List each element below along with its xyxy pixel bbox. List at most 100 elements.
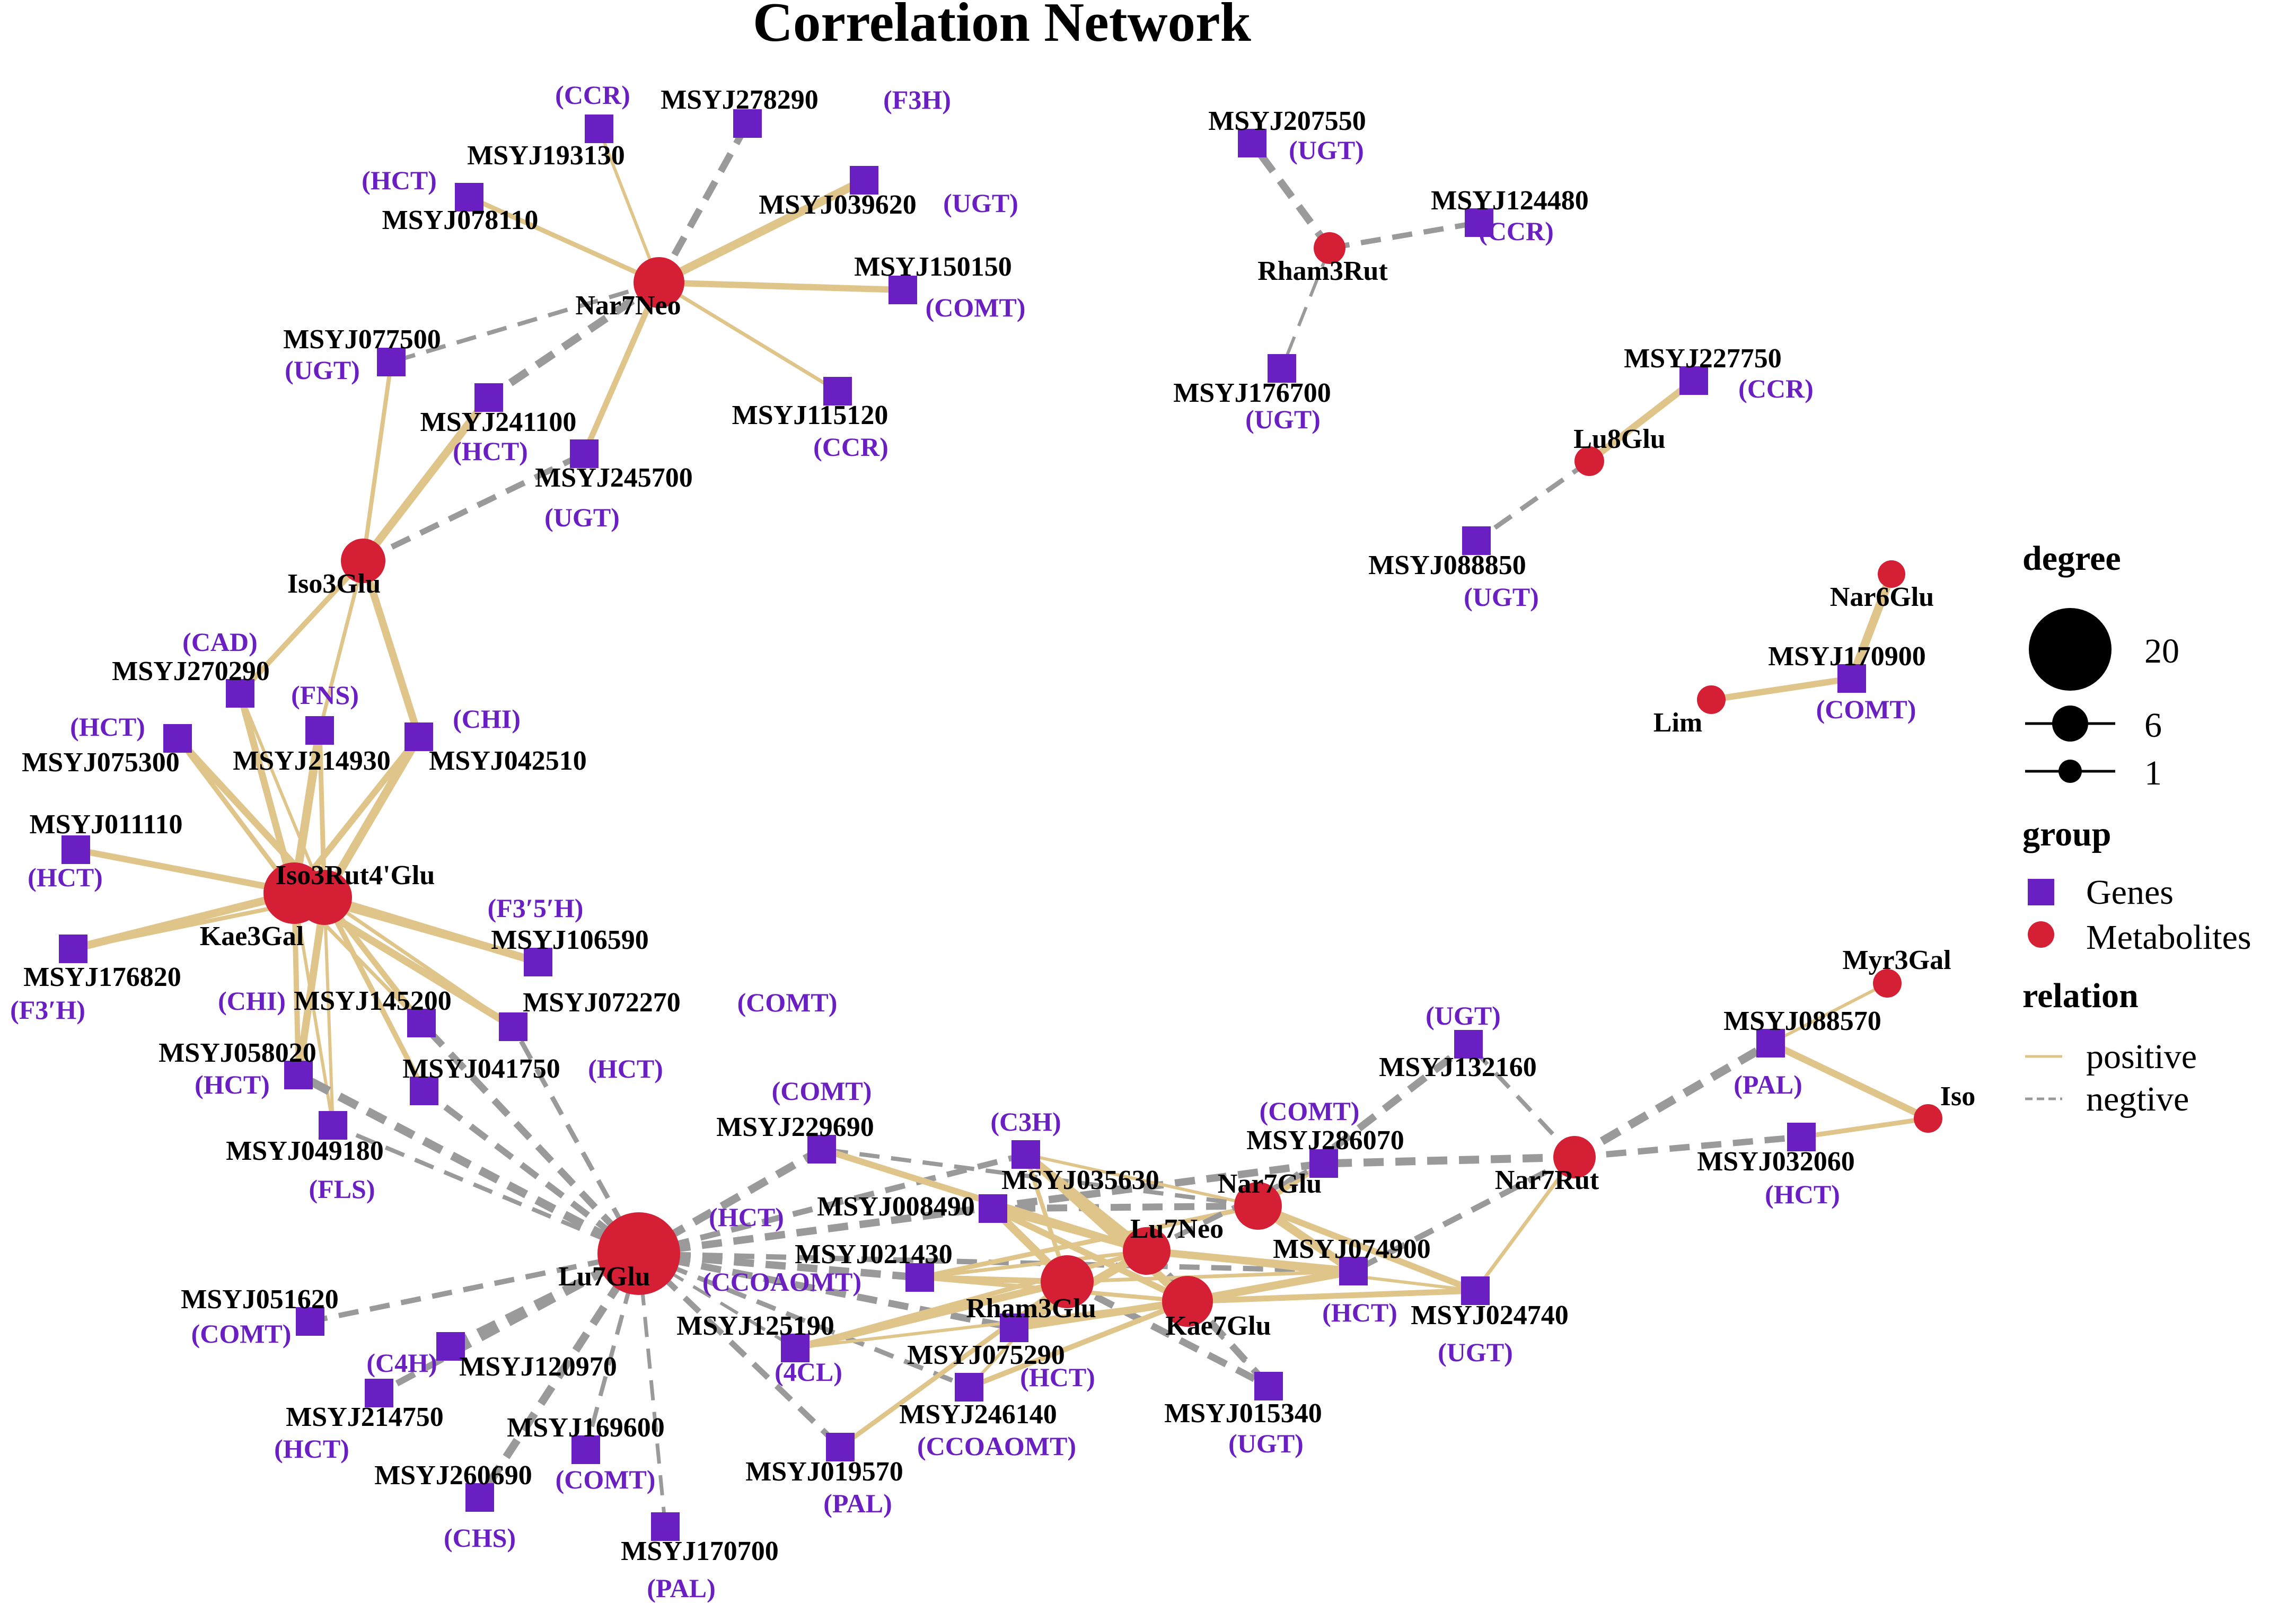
edge-nar7glu-msyj035630 (1025, 1153, 1259, 1208)
annotation-msyj170700: (PAL) (647, 1573, 716, 1603)
annotation-msyj015340: (UGT) (1228, 1429, 1304, 1458)
edge-nar6glu-msyj170900 (1848, 572, 1896, 680)
edge-kae3gal-msyj011110 (75, 848, 295, 895)
legend-group-metabolites: Metabolites (2086, 918, 2251, 957)
edge-rham3glu-msyj125190 (794, 1278, 1068, 1352)
node-label-kae3gal: Kae3Gal (200, 921, 304, 951)
gene-node-msyj278290 (733, 109, 762, 138)
node-label-msyj075290: MSYJ075290 (907, 1340, 1065, 1370)
edge-nar7glu-msyj008490 (992, 1202, 1259, 1212)
annotation-msyj011110: (HCT) (28, 862, 103, 892)
legend-group-title: group (2022, 815, 2112, 853)
node-label-msyj286070: MSYJ286070 (1246, 1125, 1404, 1156)
edge-nar7neo-msyj241100 (486, 279, 662, 401)
edge-nar7rut-msyj132160 (1467, 1043, 1576, 1159)
edge-lu7glu-msyj145200 (419, 1020, 641, 1256)
gene-node-msyj024740 (1461, 1276, 1490, 1305)
annotation-msyj245700: (UGT) (544, 503, 620, 532)
node-label-msyj207550: MSYJ207550 (1208, 106, 1366, 136)
metabolite-node-rham3glu (1041, 1255, 1094, 1308)
node-label-msyj008490: MSYJ008490 (817, 1192, 975, 1222)
node-label-msyj088570: MSYJ088570 (1723, 1006, 1881, 1036)
node-label-iso: Iso (1940, 1081, 1975, 1112)
node-label-msyj124480: MSYJ124480 (1431, 186, 1589, 216)
edge-iso3rut4-glu-msyj058020 (295, 896, 328, 1076)
edge-iso-msyj032060 (1801, 1116, 1929, 1140)
gene-node-msyj241100 (474, 383, 503, 412)
gene-node-msyj124480 (1465, 208, 1493, 237)
gene-node-msyj015340 (1254, 1372, 1283, 1400)
edge-myr3gal-msyj088570 (1770, 982, 1888, 1045)
legend-degree-6-circle (2052, 706, 2088, 742)
node-label-msyj078110: MSYJ078110 (382, 205, 539, 235)
node-label-msyj214750: MSYJ214750 (286, 1402, 444, 1432)
node-label-msyj035630: MSYJ035630 (1001, 1165, 1159, 1195)
edge-iso3glu-msyj214930 (318, 560, 365, 731)
annotation-msyj120970: (C4H) (366, 1348, 437, 1378)
node-label-msyj169600: MSYJ169600 (507, 1413, 665, 1443)
node-label-msyj241100: MSYJ241100 (420, 407, 577, 437)
node-label-msyj041750: MSYJ041750 (402, 1054, 560, 1084)
gene-node-msyj176820 (59, 935, 87, 963)
edge-iso3glu-msyj241100 (360, 395, 492, 563)
gene-node-msyj125190 (781, 1334, 810, 1362)
gene-node-msyj214930 (305, 716, 334, 745)
edge-lu7glu-msyj041750 (422, 1088, 641, 1256)
node-label-msyj077500: MSYJ077500 (283, 324, 441, 355)
legend-group-genes: Genes (2086, 873, 2174, 912)
annotation-msyj077500: (UGT) (285, 355, 360, 385)
gene-node-msyj075290 (1000, 1314, 1028, 1342)
gene-node-msyj214750 (365, 1379, 393, 1407)
annotation-msyj024740: (UGT) (1438, 1337, 1513, 1367)
annotation-msyj278290: (F3H) (883, 85, 951, 114)
legend-relation-title: relation (2022, 976, 2139, 1015)
gene-node-msyj074900 (1339, 1257, 1368, 1285)
annotation-msyj170900: (COMT) (1816, 694, 1916, 724)
gene-node-msyj088570 (1756, 1029, 1785, 1057)
metabolite-node-kae7glu (1162, 1276, 1213, 1327)
gene-node-msyj051620 (296, 1307, 324, 1336)
edge-kae7glu-msyj246140 (968, 1299, 1189, 1390)
annotation-msyj214750: (HCT) (274, 1434, 349, 1464)
annotation-msyj042510: (CHI) (453, 704, 521, 734)
edge-nar7rut-msyj024740 (1474, 1156, 1576, 1292)
gene-node-msyj260690 (465, 1483, 494, 1512)
node-label-msyj051620: MSYJ051620 (181, 1284, 339, 1315)
legend-degree-20-circle (2029, 608, 2112, 691)
node-label-iso3rut4-glu: Iso3Rut4'Glu (276, 860, 435, 891)
gene-node-msyj245700 (570, 439, 599, 468)
edge-iso3glu-msyj270290 (238, 559, 365, 695)
edge-lu7glu-msyj072270 (511, 1025, 641, 1255)
edge-kae7glu-msyj008490 (991, 1205, 1189, 1305)
edge-rham3rut-msyj207550 (1249, 140, 1333, 251)
edge-lu7glu-msyj170700 (637, 1253, 667, 1527)
metabolite-node-myr3gal (1873, 969, 1902, 998)
annotation-msyj019570: (PAL) (823, 1488, 892, 1518)
node-label-msyj015340: MSYJ015340 (1164, 1398, 1322, 1429)
gene-node-msyj008490 (979, 1194, 1007, 1223)
gene-node-msyj078110 (455, 183, 483, 211)
node-label-lu8glu: Lu8Glu (1573, 424, 1665, 454)
edge-nar7neo-msyj245700 (581, 281, 662, 455)
node-label-msyj227750: MSYJ227750 (1624, 343, 1782, 374)
gene-node-msyj058020 (284, 1061, 313, 1089)
edge-lu7glu-msyj260690 (476, 1251, 643, 1500)
edge-kae7glu-msyj125190 (795, 1300, 1188, 1350)
edge-iso3rut4-glu-msyj042510 (321, 734, 423, 900)
node-label-msyj075300: MSYJ075300 (22, 747, 180, 778)
gene-node-msyj193130 (585, 114, 613, 143)
edge-iso3rut4-glu-msyj270290 (239, 692, 326, 898)
edge-iso3glu-msyj245700 (362, 451, 586, 563)
metabolite-node-kae3gal (263, 862, 325, 924)
metabolite-node-nar7rut (1553, 1136, 1596, 1178)
node-label-rham3glu: Rham3Glu (966, 1293, 1096, 1324)
annotation-msyj058020: (HCT) (195, 1070, 270, 1099)
legend: degree 20 6 1 group Genes Metabolites re… (2022, 539, 2251, 1118)
annotation-msyj075300: (HCT) (70, 712, 145, 742)
node-label-msyj024740: MSYJ024740 (1411, 1300, 1569, 1330)
gene-node-msyj075300 (163, 724, 192, 753)
chart-title: Correlation Network (753, 0, 1252, 53)
legend-degree-1-circle (2059, 760, 2082, 783)
edge-iso-msyj088570 (1769, 1040, 1930, 1122)
